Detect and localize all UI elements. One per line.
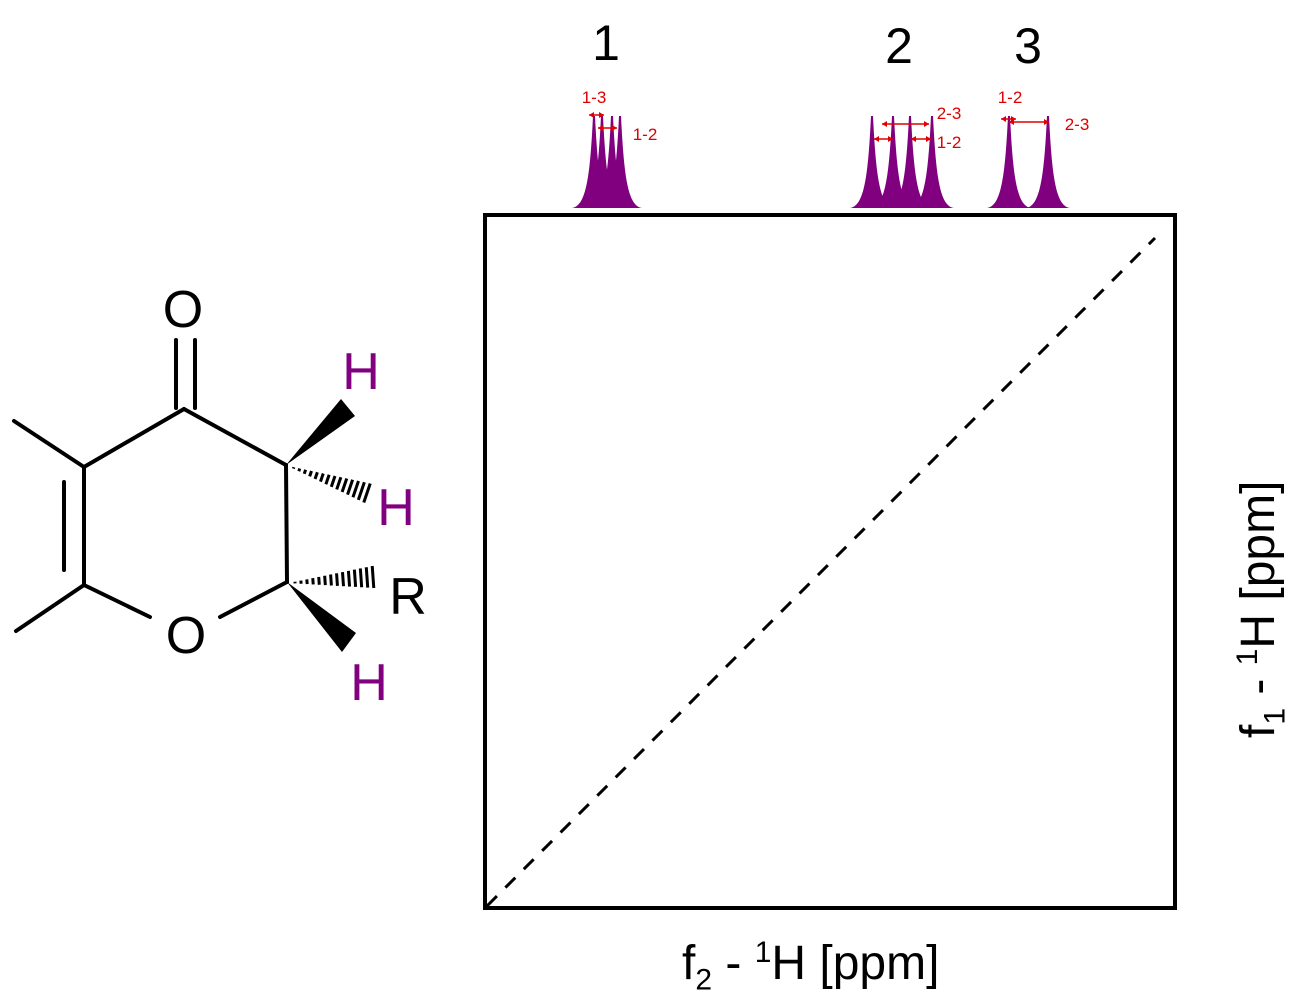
- ring-oxygen-label: O: [166, 607, 206, 665]
- hash-stroke: [356, 481, 366, 501]
- hashed-bond-h-middle: [291, 466, 372, 503]
- wedge-bond-h-top: [286, 399, 355, 465]
- hydrogen-label-top: H: [342, 343, 380, 401]
- coupling-label-1-2c: 1-2: [998, 88, 1023, 107]
- hash-stroke: [335, 476, 343, 490]
- peak-line-4: [910, 116, 954, 208]
- ring-bond-c5-c4: [82, 407, 186, 469]
- coupling-label-2-3b: 2-3: [1065, 115, 1090, 134]
- hash-stroke: [329, 574, 333, 586]
- x-axis-label: f2 - 1H [ppm]: [682, 938, 939, 996]
- hash-stroke: [352, 569, 358, 588]
- hash-stroke: [340, 571, 346, 587]
- y-axis-sup: 1: [1231, 648, 1264, 666]
- x-axis-sub: 2: [695, 963, 713, 997]
- wedge-bond-h-bottom: [287, 582, 356, 652]
- hash-stroke: [302, 469, 308, 475]
- coupling-arrow: [911, 136, 916, 142]
- coupling-arrow: [882, 121, 887, 127]
- coupling-label-1-2b: 1-2: [937, 133, 962, 152]
- multiplet-label-1: 1: [592, 15, 620, 71]
- ring-bond-o-c6: [82, 583, 152, 619]
- peak-line-2: [871, 116, 915, 208]
- hydrogen-label-bottom: H: [350, 654, 388, 712]
- peak-line-1: [850, 116, 894, 208]
- peak-line-1: [987, 116, 1031, 208]
- y-axis-rest: H [ppm]: [1232, 480, 1285, 649]
- y-axis-main: f: [1232, 724, 1285, 738]
- coupling-label-2-3a: 2-3: [937, 104, 962, 123]
- y-axis-label: f1 - 1H [ppm]: [1231, 480, 1292, 738]
- hash-stroke: [317, 576, 321, 585]
- coupling-arrow: [599, 112, 604, 118]
- y-axis-sub: 1: [1258, 707, 1292, 725]
- multiplet-label-3: 3: [1014, 18, 1042, 74]
- hash-stroke: [335, 573, 339, 586]
- hash-stroke: [329, 475, 337, 488]
- hash-stroke: [313, 471, 319, 480]
- diagonal-line: [485, 236, 1157, 908]
- coupling-arrow: [926, 136, 931, 142]
- x-axis-sup: 1: [754, 936, 772, 969]
- hash-stroke: [370, 565, 376, 589]
- coupling-arrow: [1009, 119, 1014, 125]
- hash-stroke: [358, 568, 364, 588]
- coupling-label-1-3: 1-3: [582, 88, 607, 107]
- coupling-arrow: [598, 125, 603, 131]
- y-axis-dash: -: [1232, 665, 1285, 708]
- coupling-label-1-2a: 1-2: [633, 125, 658, 144]
- multiplet-label-2: 2: [885, 18, 913, 74]
- hash-stroke: [364, 567, 370, 588]
- coupling-arrow: [874, 136, 879, 142]
- spectrum-frame: [483, 213, 1177, 910]
- peak-line-2: [580, 116, 624, 208]
- peak-line-3: [888, 116, 932, 208]
- methyl-bond-top: [12, 419, 86, 469]
- hash-stroke: [351, 480, 360, 498]
- hydrogen-label-middle: H: [377, 479, 415, 537]
- hash-stroke: [323, 575, 327, 586]
- coupling-arrows: [589, 112, 1049, 142]
- substituent-r-label: R: [389, 568, 427, 626]
- peak-line-3: [590, 116, 634, 208]
- ring-bond-c3-c2: [284, 463, 289, 584]
- hash-stroke: [346, 570, 352, 587]
- hash-stroke: [346, 479, 355, 496]
- coupling-arrow: [924, 121, 929, 127]
- peak-line-4: [598, 116, 642, 208]
- hash-stroke: [340, 478, 349, 493]
- molecule: [12, 338, 289, 633]
- hash-stroke: [308, 470, 313, 477]
- x-axis-rest: H [ppm]: [771, 937, 940, 990]
- hash-stroke: [319, 473, 325, 483]
- coupling-arrow: [612, 125, 617, 131]
- hash-stroke: [324, 474, 331, 485]
- x-axis-main: f: [682, 937, 696, 990]
- peak-multiplet-2: [850, 116, 954, 208]
- coupling-arrow: [1044, 119, 1049, 125]
- coupling-arrow: [589, 112, 594, 118]
- peak-multiplet-1: [572, 116, 642, 208]
- hash-stroke: [362, 483, 372, 503]
- peak-multiplet-3: [987, 116, 1070, 208]
- coupling-arrow: [888, 136, 893, 142]
- peak-line-1: [572, 116, 616, 208]
- carbonyl-oxygen-label: O: [163, 281, 203, 339]
- peak-line-2: [1026, 116, 1070, 208]
- hashed-bond-r: [293, 565, 376, 589]
- ring-bond-c2-o: [218, 580, 289, 619]
- x-axis-dash: -: [712, 937, 755, 990]
- coupling-arrow: [1001, 116, 1006, 122]
- methyl-bond-bottom: [14, 583, 86, 633]
- ring-bond-c4-c3: [182, 407, 288, 467]
- hash-stroke: [297, 468, 302, 472]
